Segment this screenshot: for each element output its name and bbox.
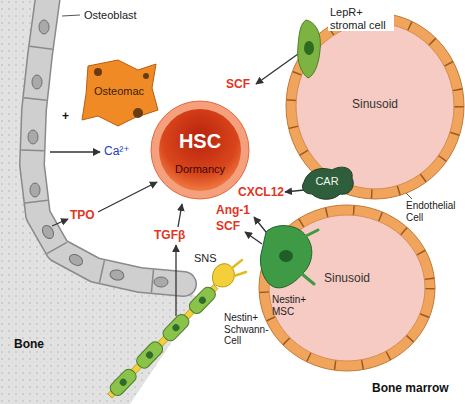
leader-line-part xyxy=(62,15,80,16)
text-holder: Nestin+ MSC xyxy=(272,294,320,317)
signal-arrow-part xyxy=(52,219,68,226)
text-holder: Bone xyxy=(14,338,64,352)
part-label: Osteoblast xyxy=(84,9,154,22)
osteoblast-layer-part xyxy=(32,75,42,89)
osteoblast-layer-part xyxy=(28,130,38,144)
schwann-cell-shape-part-part xyxy=(187,285,218,316)
node-text: Osteomac xyxy=(78,85,160,98)
osteoblast-layer-part xyxy=(67,252,84,267)
text-holder: Nestin+ Schwann-Cell xyxy=(224,312,272,347)
node-text: Nestin+ MSC xyxy=(272,294,320,317)
hsc-cell-shape-part xyxy=(151,101,249,199)
sns-terminal-part xyxy=(232,260,246,276)
msc-cell-shape-part xyxy=(279,250,293,262)
node-text: CAR xyxy=(298,175,356,188)
schwann-cell-shape-part-part xyxy=(118,377,128,387)
text-holder: TPO xyxy=(70,209,104,223)
msc-cell: Nestin+ MSC xyxy=(232,222,322,326)
text-holder: Dormancy xyxy=(150,163,250,176)
osteoblast-layer-part xyxy=(30,183,40,197)
signal-arrow-part xyxy=(50,151,100,152)
signal-arrow-part xyxy=(178,204,182,227)
osteomac-cell-shape-part xyxy=(133,108,143,118)
signal-label: SCF xyxy=(226,78,260,92)
signal-label: SCF xyxy=(216,220,250,234)
node-text: Sinusoid xyxy=(289,98,461,112)
nerve-label: SNS xyxy=(194,252,224,265)
text-holder: LepR+ stromal cell xyxy=(328,6,394,31)
signal-arrow-part xyxy=(285,190,304,192)
schwann-cell-shape-part-part xyxy=(171,323,181,333)
osteomac-cell-shape-part xyxy=(94,68,102,76)
text-holder: CAR xyxy=(298,175,356,188)
text-holder: Osteoblast xyxy=(84,9,154,22)
car-cell: CAR xyxy=(298,160,358,204)
text-holder: Sinusoid xyxy=(289,98,461,112)
schwann-cell-shape-part-part xyxy=(108,367,139,398)
text-holder: Ang-1 xyxy=(216,204,256,218)
signal-label: Ca²⁺ xyxy=(104,145,144,159)
osteoblast-layer-part xyxy=(39,20,49,34)
schwann-cell-shape-part-part xyxy=(161,312,192,343)
stromal-cell-shape-part xyxy=(304,41,314,55)
schwann-cell-shape-part-part xyxy=(134,339,165,370)
text-holder: SNS xyxy=(194,252,224,265)
sign-label: + xyxy=(62,110,76,124)
sinusoid-vessel-shape-part xyxy=(286,13,464,199)
schwann-cell-shape-part xyxy=(105,282,221,401)
hsc-cell: HSC Dormancy xyxy=(150,100,252,200)
signal-label: Ang-1 xyxy=(216,204,256,218)
osteoblast-layer-part xyxy=(109,269,125,282)
region-label: Bone xyxy=(14,338,64,352)
text-holder: Endothelial Cell xyxy=(406,200,462,223)
text-patch: LepR+ stromal cell xyxy=(328,6,394,31)
sinusoid-vessel-shape-part xyxy=(259,205,435,371)
node-text: LepR+ stromal cell xyxy=(328,6,394,31)
part-label: Endothelial Cell xyxy=(406,200,462,223)
text-holder: Ca²⁺ xyxy=(104,145,144,159)
signal-label: CXCL12 xyxy=(238,186,288,200)
text-holder: SCF xyxy=(226,78,260,92)
node-text: Dormancy xyxy=(150,163,250,176)
schwann-cell-shape-part-part xyxy=(145,350,155,360)
stromal-cell: LepR+ stromal cell xyxy=(288,4,398,82)
text-holder: CXCL12 xyxy=(238,186,288,200)
text-holder: Osteomac xyxy=(78,85,160,98)
msc-cell-shape-part xyxy=(260,226,311,288)
region-label: Bone marrow xyxy=(372,382,462,396)
osteoblast-layer-part xyxy=(154,277,168,287)
signal-arrow-part xyxy=(175,245,176,316)
sns-terminal xyxy=(212,260,246,287)
text-holder: + xyxy=(62,110,76,124)
signal-arrow-part xyxy=(254,217,266,232)
signal-arrow-part xyxy=(98,182,157,212)
text-holder: Bone marrow xyxy=(372,382,462,396)
signal-label: TPO xyxy=(70,209,104,223)
msc-cell-shape-part xyxy=(302,230,318,284)
text-holder: SCF xyxy=(216,220,250,234)
node-text: Nestin+ Schwann-Cell xyxy=(224,312,272,347)
schwann-cell: Nestin+ Schwann-Cell xyxy=(100,262,276,402)
osteomac-cell-shape-part xyxy=(143,73,149,79)
signal-arrow-part xyxy=(245,232,262,244)
schwann-cell-shape-part-part xyxy=(197,295,207,305)
osteomac-cell: Osteomac xyxy=(78,58,162,128)
text-holder: TGFβ xyxy=(154,229,194,243)
schwann-cell-shape-part-part xyxy=(108,285,218,399)
node-text: HSC xyxy=(150,130,250,153)
text-holder: HSC xyxy=(150,130,250,153)
signal-label: TGFβ xyxy=(154,229,194,243)
